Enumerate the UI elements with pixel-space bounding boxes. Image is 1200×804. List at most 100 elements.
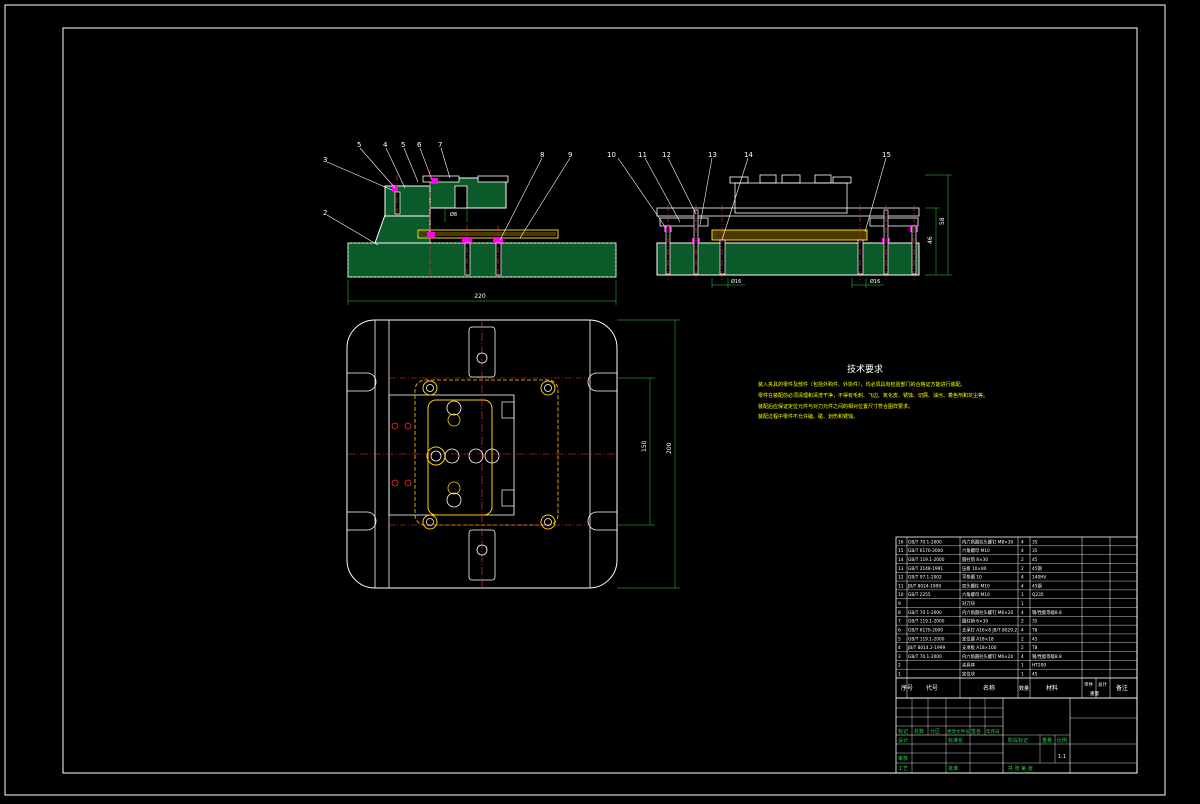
bom-cell-no: 10	[898, 592, 904, 598]
dim-front-width: 220	[474, 293, 486, 300]
bom-cell-qty: 4	[1021, 583, 1024, 589]
bom-cell-material: 钢/性能等级8.8	[1032, 653, 1062, 660]
bom-cell-name: 支承板 A18×100	[962, 644, 997, 651]
balloon-label: 11	[638, 151, 647, 159]
dim-plan-inner: 150	[641, 440, 648, 452]
bom-cell-name: 内六角圆柱头螺钉 M6×20	[962, 653, 1014, 660]
tech-req-line: 装配过程中零件不允许磕、碰、划伤和锈蚀。	[758, 414, 859, 420]
bom-cell-name: 支承钉 A16×8 JB/T 8029.2	[962, 626, 1017, 633]
bom-cell-material: 35	[1032, 539, 1038, 545]
dim-side-h1: 58	[939, 217, 946, 225]
bom-cell-code: JB/T 8024-1999	[907, 583, 941, 589]
tb-std: 标准化	[948, 737, 963, 744]
bom-cell-material: T8	[1031, 627, 1038, 633]
bom-cell-no: 6	[898, 627, 901, 633]
balloon-label: 2	[323, 209, 327, 217]
side-section-view: 58 46 Ø16 Ø16	[617, 157, 952, 288]
bom-cell-no: 16	[898, 539, 904, 545]
bom-cell-qty: 1	[1021, 592, 1024, 598]
bom-cell-name: 双头螺柱 M10	[962, 582, 990, 589]
balloon-label: 5	[401, 141, 405, 149]
bom-cell-material: 45	[1032, 636, 1038, 642]
tech-req-line: 装配后应保证定位元件与对刀元件之间的相对位置尺寸符合图样要求。	[758, 404, 914, 410]
tb-scale: 比例	[1057, 737, 1067, 744]
balloon-label: 4	[383, 141, 388, 149]
dim-side-h2: 46	[927, 236, 934, 244]
balloon-label: 5	[357, 141, 361, 149]
bom-header-name: 名称	[983, 684, 995, 692]
tb-design: 设计	[898, 737, 908, 744]
bom-cell-qty: 2	[1021, 619, 1024, 625]
bom-cell-qty: 4	[1021, 575, 1024, 581]
tb-mark: 标记	[898, 728, 908, 735]
bom-cell-code: GB/T 119.1-2000	[908, 619, 945, 625]
balloon-label: 14	[744, 151, 753, 159]
dim-front-small: Ø8	[450, 211, 457, 218]
bom-cell-no: 4	[898, 645, 901, 651]
bom-cell-name: 平垫圈 10	[962, 574, 982, 581]
part-balloons-right: 10 11 12 13 14 15	[607, 151, 891, 159]
bom-cell-code: GB/T 97.1-2002	[908, 575, 942, 581]
bom-cell-code: GB/T 2148-1991	[908, 566, 943, 572]
sheet-border	[4, 4, 1166, 796]
bom-cell-code: GB/T 6170-2000	[908, 548, 943, 554]
balloon-label: 7	[438, 141, 442, 149]
tech-req-title: 技术要求	[846, 365, 883, 375]
tb-zone: 分区	[930, 728, 940, 735]
part-balloons-left: 3 2 5 4 5 6 7 8 9	[323, 141, 572, 217]
bom-cell-qty: 2	[1021, 645, 1024, 651]
balloon-label: 8	[540, 151, 544, 159]
tb-approve: 批准	[948, 765, 958, 772]
bom-cell-material: 140HV	[1032, 575, 1046, 581]
bom-cell-code: GB/T 119.1-2000	[908, 557, 945, 563]
bom-cell-qty: 2	[1021, 557, 1024, 563]
bom-cell-name: 六角螺母 M10	[962, 591, 990, 598]
bom-cell-name: 内六角圆柱头螺钉 M6×20	[962, 609, 1014, 616]
bom-cell-name: 夹具体	[962, 662, 976, 669]
bom-header-no: 序号	[901, 684, 913, 692]
balloon-label: 10	[607, 151, 616, 159]
drawing-frame	[62, 27, 1138, 774]
bom-cell-no: 15	[898, 548, 904, 554]
bom-cell-qty: 4	[1021, 539, 1024, 545]
bom-cell-code: GB/T 70.1-2000	[908, 610, 942, 616]
bom-cell-no: 1	[898, 672, 901, 678]
bom-cell-qty: 1	[1021, 672, 1024, 678]
bom-cell-qty: 4	[1021, 627, 1024, 633]
bom-cell-material: 35	[1032, 619, 1038, 625]
bom-cell-name: 圆柱销 8×30	[962, 556, 988, 563]
tb-scale-value: 1:1	[1058, 754, 1066, 760]
bom-header-unit: 单件	[1084, 681, 1093, 688]
tb-craft: 工艺	[898, 766, 908, 772]
bom-cell-no: 7	[898, 619, 901, 625]
bom-cell-qty: 1	[1021, 663, 1024, 669]
bom-cell-qty: 4	[1021, 610, 1024, 616]
bom-cell-material: Q235	[1032, 592, 1044, 598]
bom-header-qty: 数量	[1019, 685, 1029, 692]
bom-cell-material: 35	[1032, 548, 1038, 554]
bom-cell-code: GB/T 2255	[908, 592, 931, 598]
tb-weight: 重量	[1042, 737, 1052, 744]
balloon-label: 12	[662, 151, 671, 159]
dim-plan-outer: 200	[666, 442, 673, 454]
balloon-label: 15	[882, 151, 891, 159]
tb-count: 处数	[914, 728, 924, 735]
tb-change: 更改文件号	[947, 728, 970, 735]
bom-cell-code: GB/T 70.1-2000	[908, 539, 942, 545]
tech-req-line: 零件在装配前必须清理和清洗干净，不得有毛刺、飞边、氧化皮、锈蚀、切屑、油污、着色…	[758, 393, 989, 399]
bom-cell-no: 14	[898, 557, 904, 563]
bom-cell-qty: 1	[1021, 601, 1024, 607]
bom-cell-no: 5	[898, 636, 901, 642]
bom-cell-qty: 2	[1021, 566, 1024, 572]
bom-cell-material: 45	[1032, 672, 1038, 678]
bom-header-material: 材料	[1046, 684, 1058, 692]
bom-cell-name: 六角螺母 M10	[962, 547, 990, 554]
bom-cell-no: 13	[898, 566, 904, 572]
bom-cell-no: 3	[898, 654, 901, 660]
balloon-label: 9	[568, 151, 572, 159]
tb-sign: 签名	[971, 728, 981, 735]
bom-cell-material: T8	[1031, 645, 1038, 651]
